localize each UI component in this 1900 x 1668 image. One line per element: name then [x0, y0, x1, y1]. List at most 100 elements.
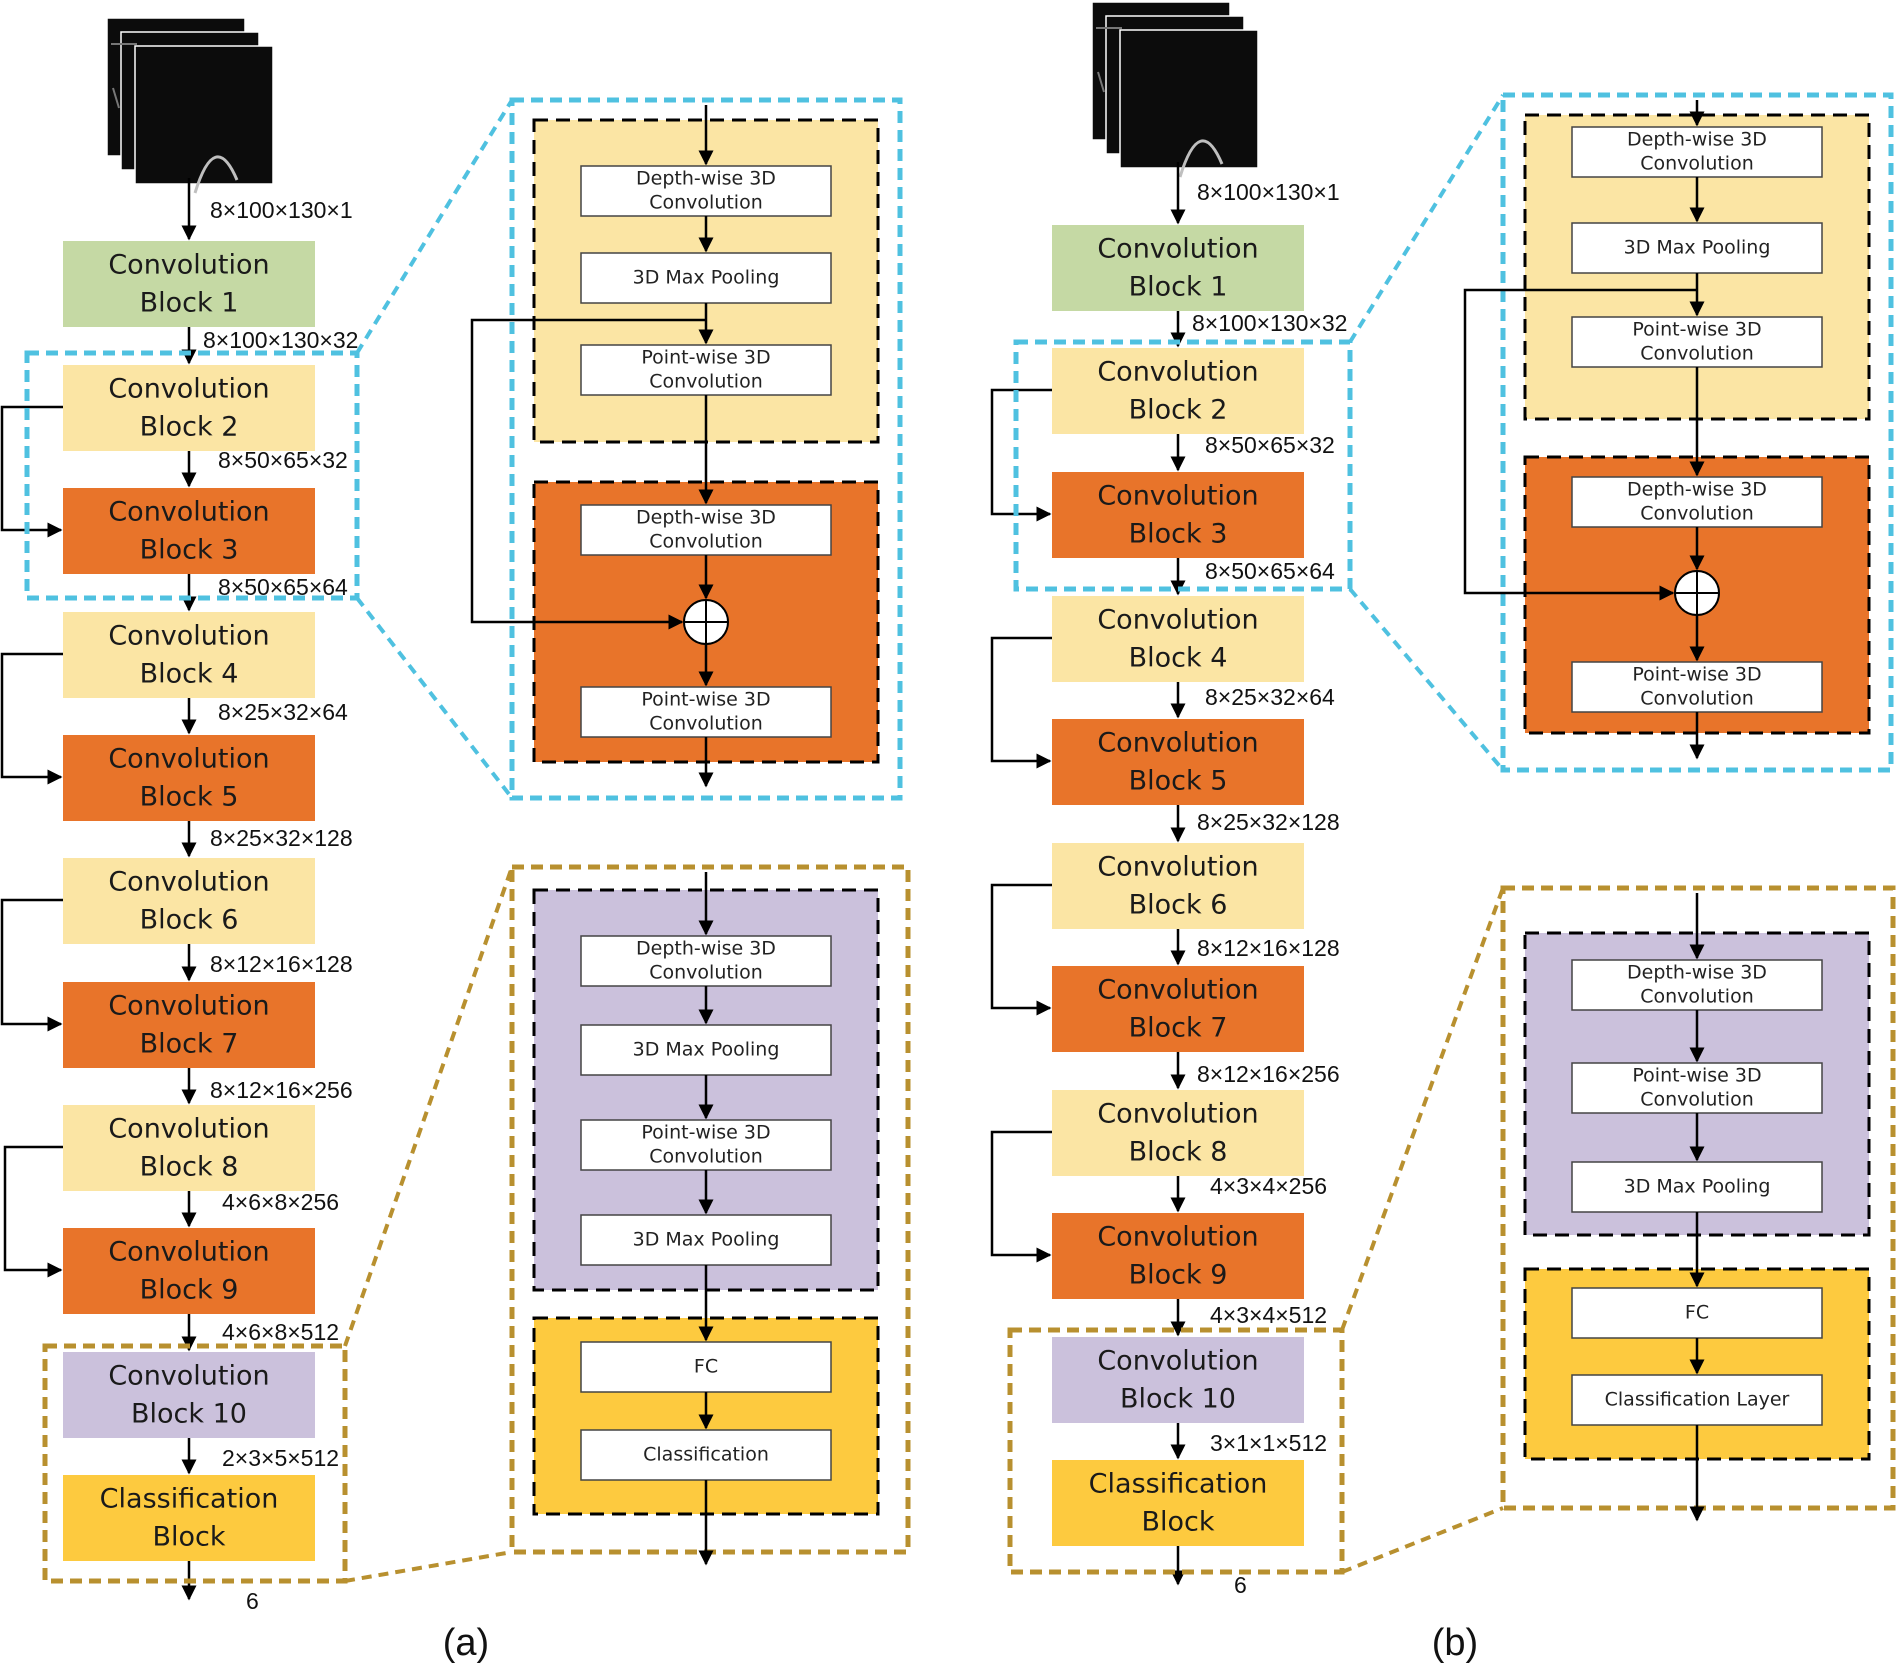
tensor-shape-label: 6: [1234, 1572, 1247, 1598]
skip-connection-arrow: [990, 388, 1052, 522]
op-box-bg: [580, 935, 832, 987]
op-label: Convolution: [649, 1146, 763, 1168]
detail-op: 3D Max Pooling: [580, 1214, 832, 1266]
op-box-bg: [1571, 222, 1823, 274]
tensor-shape-label: 4×3×4×512: [1210, 1302, 1327, 1328]
skip-connection-arrow: [1463, 288, 1697, 601]
tensor-shape-label: 2×3×5×512: [222, 1445, 339, 1471]
block-label-line2: Block 2: [1129, 395, 1228, 426]
tensor-shape-label: 6: [246, 1588, 259, 1614]
zoom-line: [1348, 587, 1505, 772]
panel-caption: (a): [443, 1622, 489, 1664]
skip-connection-arrow: [990, 883, 1052, 1016]
block-bg: [63, 858, 315, 944]
sum-icon: [683, 599, 729, 645]
tensor-shape-label: 8×50×65×32: [1205, 432, 1335, 458]
block-bg: [63, 1105, 315, 1191]
op-label: 3D Max Pooling: [633, 267, 780, 289]
op-box-bg: [1571, 661, 1823, 713]
sum-icon: [1674, 570, 1720, 616]
zoom-line: [355, 98, 514, 355]
block-bg: [1052, 1090, 1304, 1176]
input-image-stack-icon: [106, 17, 274, 194]
op-label: Point-wise 3D: [641, 689, 770, 711]
tensor-shape-label: 8×12×16×256: [210, 1077, 353, 1103]
image-frame: [134, 45, 274, 185]
block-bg: [1052, 596, 1304, 682]
block-label-line2: Block 10: [1120, 1384, 1236, 1415]
block-bg: [1052, 843, 1304, 929]
block-label-line1: Convolution: [108, 250, 269, 281]
detail-op: FC: [1571, 1287, 1823, 1339]
tensor-shape-label: 8×25×32×64: [1205, 684, 1335, 710]
residual-detail-frame: [509, 97, 903, 801]
block-bg: [1052, 1337, 1304, 1423]
block-label-line2: Block 3: [1129, 519, 1228, 550]
block-label-line2: Block 2: [140, 412, 239, 443]
block-bg: [63, 735, 315, 821]
op-label: 3D Max Pooling: [633, 1039, 780, 1061]
block-label-line1: Convolution: [1097, 728, 1258, 759]
block-bg: [1052, 719, 1304, 805]
image-frame: [1119, 29, 1259, 169]
op-box-bg: [580, 504, 832, 556]
op-box-bg: [1571, 1374, 1823, 1426]
block-label-line1: Convolution: [1097, 481, 1258, 512]
skip-connection-arrow: [470, 318, 706, 630]
op-box-bg: [1571, 1062, 1823, 1114]
skip-connection-arrow: [3, 1145, 63, 1278]
zoom-line: [1341, 1506, 1504, 1574]
op-label: Classification Layer: [1605, 1389, 1790, 1411]
op-label: Depth-wise 3D: [636, 938, 776, 960]
block-bg: [63, 488, 315, 574]
block-bg: [63, 365, 315, 451]
block-label-line2: Block 8: [1129, 1137, 1228, 1168]
block-label-line2: Block 1: [140, 288, 239, 319]
block-label-line1: Convolution: [1097, 357, 1258, 388]
op-label: FC: [694, 1356, 718, 1378]
op-box-bg: [1571, 1287, 1823, 1339]
panel-caption: (b): [1432, 1622, 1478, 1664]
image-texture: [1096, 27, 1122, 93]
detail-op: 3D Max Pooling: [580, 252, 832, 304]
block-label-line1: Convolution: [108, 497, 269, 528]
block-label-line2: Block 5: [1129, 766, 1228, 797]
block-bg: [63, 241, 315, 327]
op-label: 3D Max Pooling: [1624, 1176, 1771, 1198]
op-label: Convolution: [1640, 688, 1754, 710]
block-label-line2: Block 5: [140, 782, 239, 813]
op-label: Convolution: [649, 962, 763, 984]
block-bg: [1052, 348, 1304, 434]
op-label: Point-wise 3D: [1632, 319, 1761, 341]
tensor-shape-label: 8×50×65×64: [1205, 558, 1335, 584]
residual-detail-frame: [1500, 92, 1894, 773]
detail-op: Classification Layer: [1571, 1374, 1823, 1426]
skip-connection-arrow: [0, 405, 63, 538]
detail-op: Classification: [580, 1429, 832, 1481]
op-box-bg: [580, 1214, 832, 1266]
op-label: Convolution: [1640, 986, 1754, 1008]
block-label-line1: Convolution: [1097, 234, 1258, 265]
block-bg: [1052, 225, 1304, 311]
block-label-line2: Block 1: [1129, 272, 1228, 303]
op-box-bg: [1571, 1161, 1823, 1213]
block-label-line1: Convolution: [108, 1361, 269, 1392]
